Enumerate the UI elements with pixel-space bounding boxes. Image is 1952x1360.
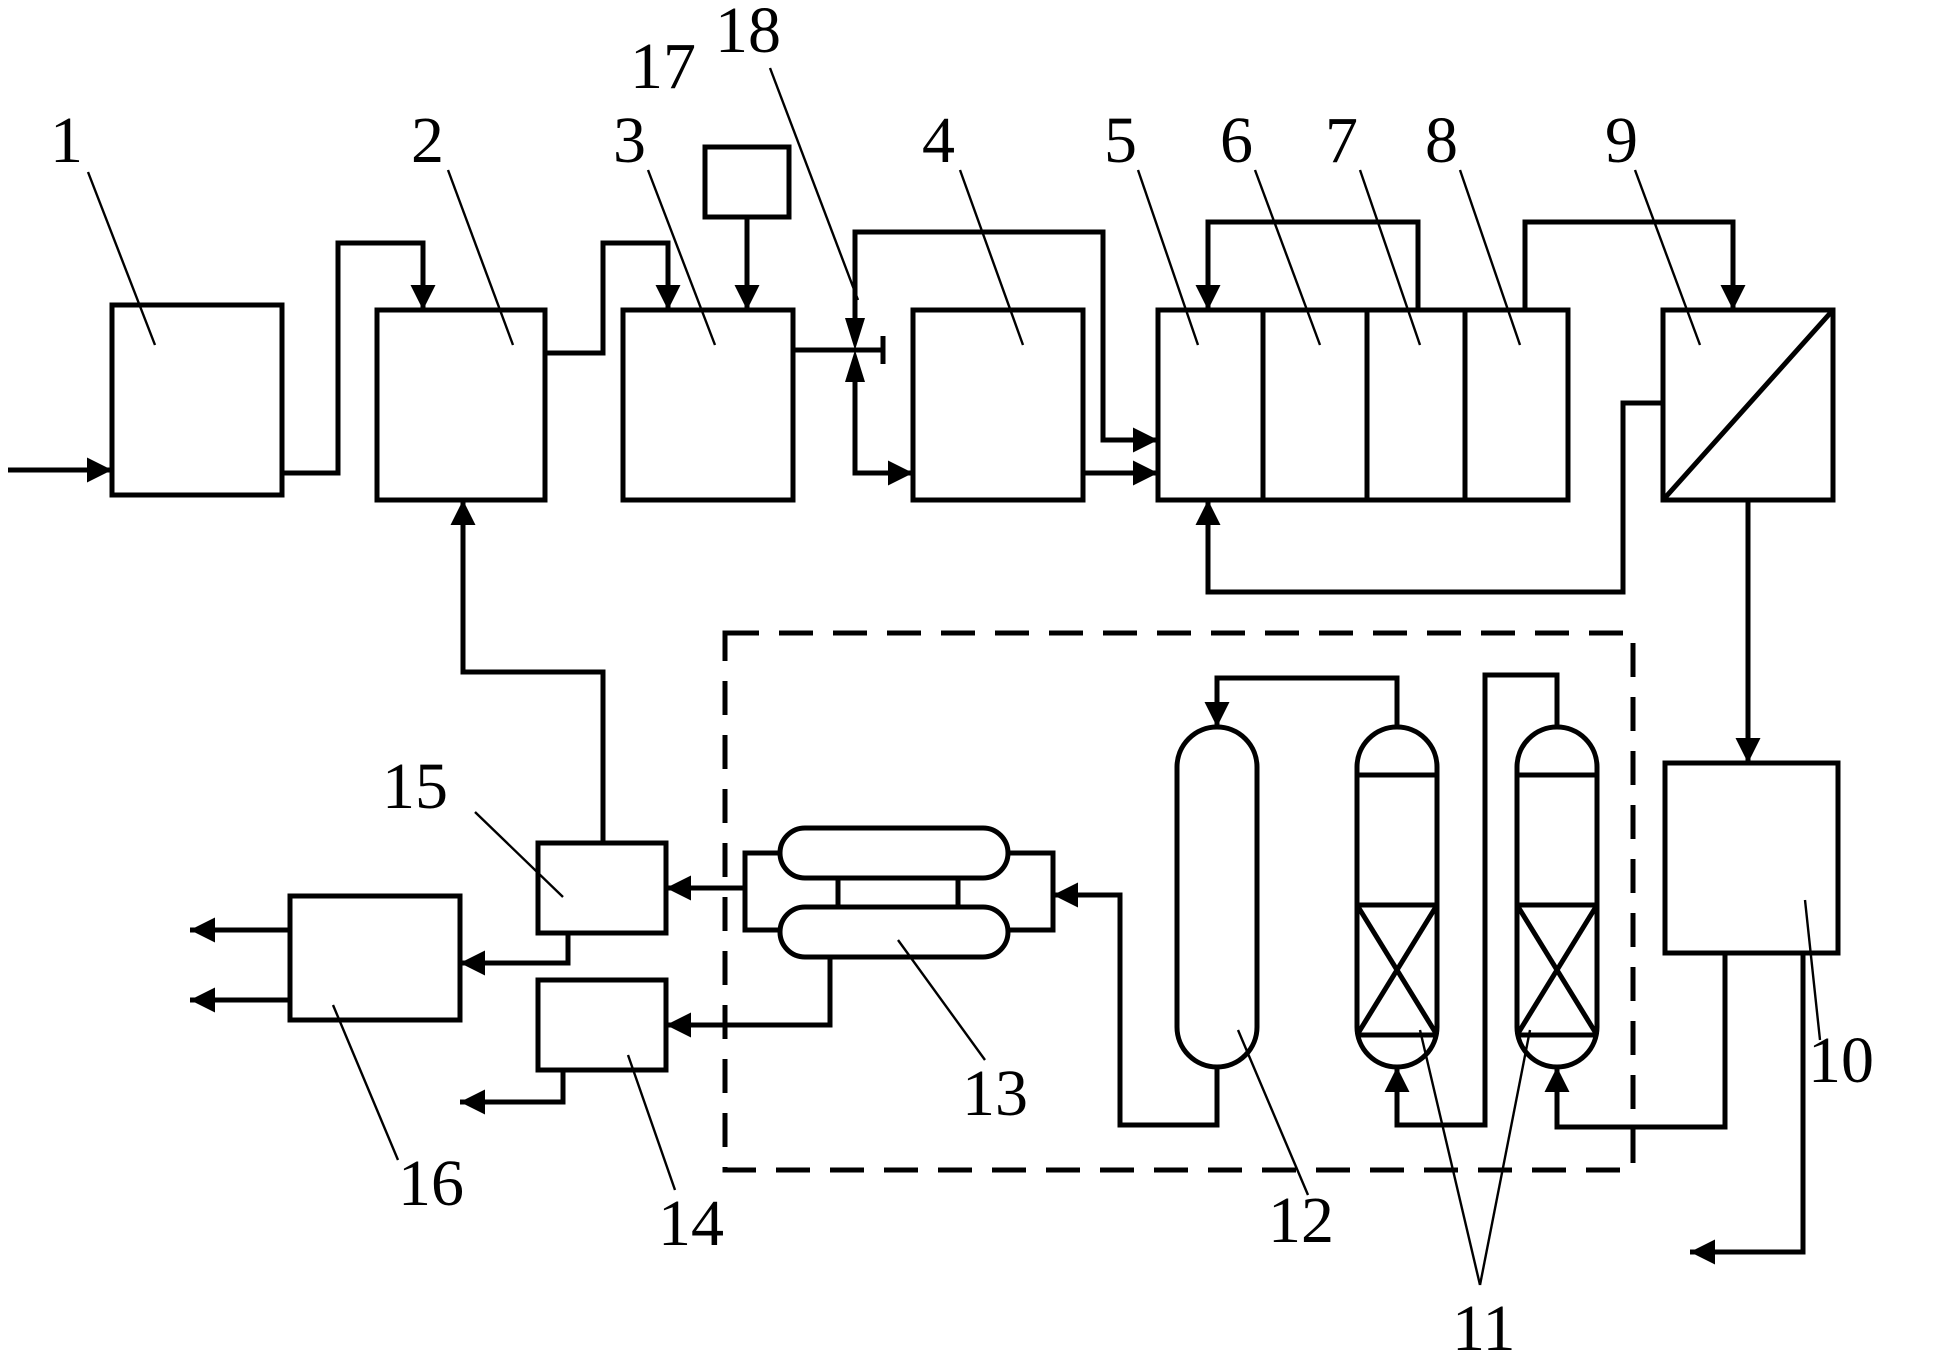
recycle-7-to-5 [1195,219,1421,310]
label-4: 4 [922,104,955,177]
label-15: 15 [382,750,448,823]
label-3: 3 [613,104,646,177]
flow-13-to-14 [666,957,833,1038]
label-11: 11 [1452,1292,1516,1360]
flow-reactor-left-to-12 [1204,675,1400,727]
label-6: 6 [1220,104,1253,177]
label-8: 8 [1425,104,1458,177]
outlet-10-discharge [1690,953,1806,1265]
recycle-15-to-2 [450,500,606,843]
dashed-enclosure [722,630,1636,1173]
unit-16-box [287,893,463,1023]
leader-lines [86,67,1822,1286]
heat-exchanger-13 [742,825,1056,960]
label-7: 7 [1325,104,1358,177]
label-2: 2 [411,104,444,177]
outlet-14-discharge [460,1070,566,1115]
flow-8-to-9 [1522,219,1746,310]
unit-10-box [1662,760,1841,956]
label-18: 18 [715,0,781,67]
label-9: 9 [1605,104,1638,177]
flow-valve-to-4 [852,382,913,486]
valve-18 [845,318,886,382]
return-9-to-5 [1195,400,1663,595]
unit-4-box [910,307,1086,503]
label-13: 13 [962,1057,1028,1130]
label-1: 1 [50,104,83,177]
unit-15-box [535,840,669,936]
flow-12-to-13 [1053,882,1220,1128]
flow-1-to-2 [282,240,436,476]
flow-10-to-reactor-right [1544,953,1728,1130]
flow-reactor-right-to-left [1384,672,1560,1128]
reactor-11-right [1514,724,1600,1070]
unit-17-box [702,144,792,220]
label-16: 16 [398,1147,464,1220]
label-14: 14 [658,1187,724,1260]
unit-2-box [374,307,548,503]
label-17: 17 [630,30,696,103]
bypass-valve-to-5 [852,229,1158,453]
reactor-11-left [1354,724,1440,1070]
membrane-diagonal [1661,308,1835,502]
flow-2-to-3 [545,240,681,356]
unit-3-box [620,307,796,503]
label-5: 5 [1104,104,1137,177]
units-5-8-box [1155,307,1571,503]
vessel-12 [1174,724,1260,1070]
flow-15-to-16 [460,933,571,976]
unit-14-box [535,977,669,1073]
label-10: 10 [1808,1024,1874,1097]
label-12: 12 [1268,1184,1334,1257]
unit-1-box [109,302,285,498]
